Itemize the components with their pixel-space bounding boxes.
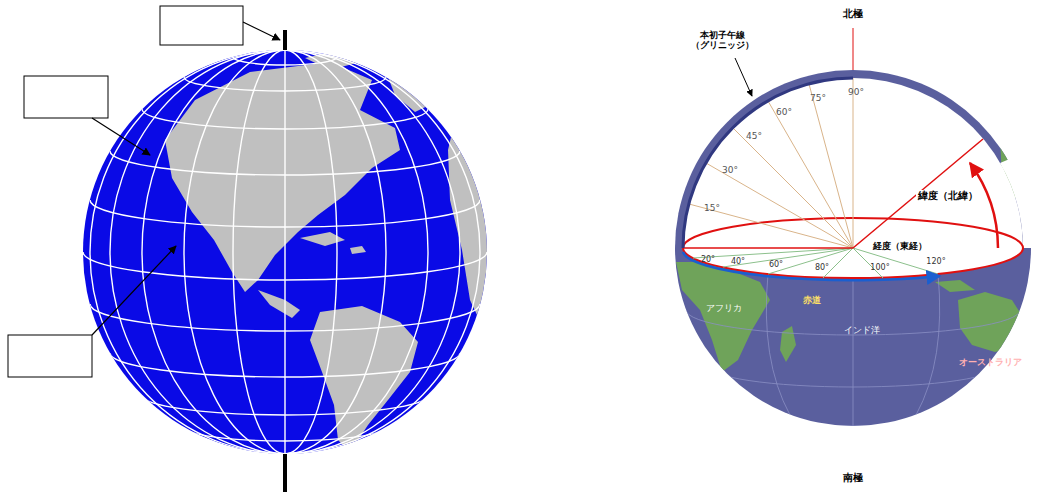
latitude-arrow [970,163,998,248]
blank-answer-box [24,76,108,118]
map-label: 30° [722,165,738,175]
cut-face-meridian [683,78,1023,248]
map-label: アフリカ [706,303,742,313]
map-label: 経度（東経） [871,241,929,251]
longitude-arrow [683,252,940,280]
map-label: 60° [769,260,783,269]
blank-answer-box [8,335,92,377]
ocean [83,50,487,454]
map-label: 120° [926,257,945,266]
globe-shell [675,70,1031,426]
map-label: 北極 [843,8,863,20]
map-label: 40° [731,257,745,266]
map-label: 90° [848,87,864,97]
latitude-lines [689,78,853,248]
map-label: オーストラリア [959,357,1022,367]
map-label: 南極 [843,472,863,484]
prime-meridian-radius [683,247,853,249]
axis-mark [853,28,854,70]
map-label: 100° [870,263,889,272]
pointer-arrow [92,118,150,155]
map-label: 赤道 [803,295,821,305]
leader-line [735,58,752,96]
map-label: 本初子午線 （グリニッジ） [689,30,755,51]
map-label: 75° [810,93,826,103]
continents [165,40,490,452]
map-label: 45° [746,131,762,141]
map-label: インド洋 [844,325,880,335]
blank-answer-box [160,6,243,45]
map-label: 80° [815,263,829,272]
map-label: 15° [704,203,720,213]
latitude-radius [853,139,983,248]
map-label: 60° [776,107,792,117]
longitude-lines [693,248,938,278]
map-label: 20° [701,255,715,264]
map-label: 緯度（北緯） [916,190,980,202]
graticule [83,50,487,454]
prime-meridian [683,78,853,248]
pointer-arrow [92,246,176,335]
graticule [686,274,1020,426]
pointer-arrow [243,22,280,40]
